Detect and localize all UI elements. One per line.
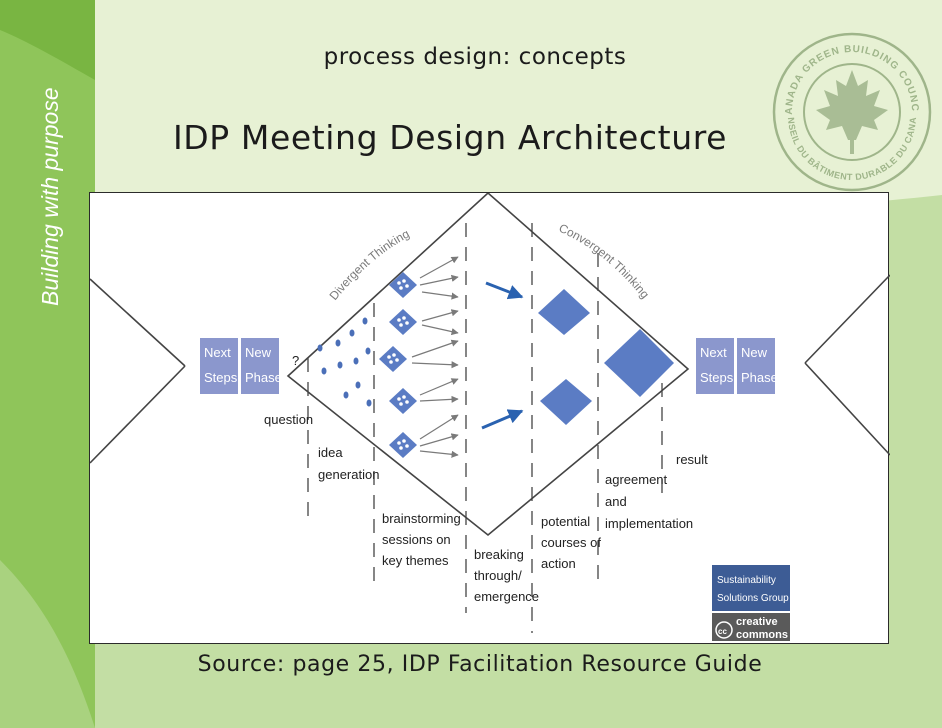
diagram-panel: Divergent Thinking Convergent Thinking N…: [89, 192, 890, 644]
agreement-diamond: [604, 329, 674, 397]
slide-subtitle: process design: concepts: [323, 44, 627, 70]
left-new-phase-box: [241, 338, 279, 394]
cc-badge-bg: [712, 613, 790, 641]
label-potential-2: courses of: [541, 535, 601, 550]
framing-lines: [90, 274, 890, 464]
label-agreement-1: agreement: [605, 472, 668, 487]
left-box2-line2: Phase: [245, 370, 282, 385]
right-new-phase-box: [737, 338, 775, 394]
ssg-badge-line2: Solutions Group: [717, 593, 789, 604]
ssg-badge-line1: Sustainability: [717, 575, 776, 586]
brainstorm-diamond: [389, 388, 417, 414]
right-box2-line1: New: [741, 345, 768, 360]
label-potential-1: potential: [541, 514, 590, 529]
label-result: result: [676, 452, 708, 467]
tagline: Building with purpose: [37, 87, 63, 306]
left-next-steps-box: [200, 338, 238, 394]
label-break-2: through/: [474, 568, 522, 583]
seal-outer-ring: [772, 32, 932, 192]
right-box2-line2: Phase: [741, 370, 778, 385]
label-break-3: emergence: [474, 589, 539, 604]
label-agreement-3: implementation: [605, 516, 693, 531]
brainstorm-diamond: [389, 309, 417, 335]
label-idea-2: generation: [318, 467, 379, 482]
ssg-badge-bg: [712, 565, 790, 611]
label-potential-3: action: [541, 556, 576, 571]
label-agreement-2: and: [605, 494, 627, 509]
question-mark: ?: [292, 353, 299, 368]
source-citation: Source: page 25, IDP Facilitation Resour…: [197, 652, 763, 677]
convergent-thinking-label: Convergent Thinking: [557, 221, 652, 301]
label-brainstorm-3: key themes: [382, 553, 449, 568]
emergence-arrows: [481, 281, 524, 430]
right-box1-line1: Next: [700, 345, 727, 360]
course-diamond-top: [538, 289, 590, 335]
left-box1-line2: Steps: [204, 370, 238, 385]
label-question: question: [264, 412, 313, 427]
ssg-badge: Sustainability Solutions Group cc creati…: [712, 565, 790, 641]
idea-dots: [317, 317, 372, 407]
course-diamond-bottom: [540, 379, 592, 425]
label-brainstorm-2: sessions on: [382, 532, 451, 547]
process-diamond: [286, 193, 690, 537]
creative-commons-icon: [715, 621, 733, 639]
brainstorm-diamond: [389, 432, 417, 458]
brainstorm-diamond: [389, 272, 417, 298]
label-break-1: breaking: [474, 547, 524, 562]
phase-divider-lines: [307, 223, 663, 633]
seal-inner-ring: [803, 63, 901, 161]
right-next-steps-box: [696, 338, 734, 394]
cc-line2: commons: [736, 629, 788, 641]
left-box1-line1: Next: [204, 345, 231, 360]
right-box1-line2: Steps: [700, 370, 734, 385]
maple-leaf-icon: [816, 70, 888, 154]
cc-line1: creative: [736, 616, 778, 628]
label-idea-1: idea: [318, 445, 343, 460]
brainstorm-diamonds: [379, 272, 417, 458]
idp-diagram: Divergent Thinking Convergent Thinking N…: [90, 193, 890, 641]
brainstorm-diamond: [379, 346, 407, 372]
cagbc-logo: CANADA GREEN BUILDING COUNCIL CONSEIL DU…: [770, 30, 932, 192]
label-brainstorm-1: brainstorming: [382, 511, 461, 526]
slide-title: IDP Meeting Design Architecture: [172, 118, 728, 157]
left-box2-line1: New: [245, 345, 272, 360]
cc-symbol: cc: [718, 627, 727, 636]
idea-arrows: [411, 256, 459, 458]
